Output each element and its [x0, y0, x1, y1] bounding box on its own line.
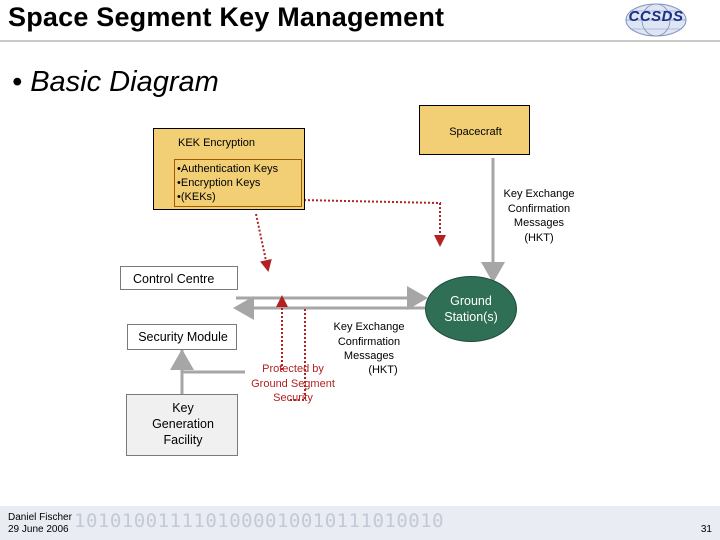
- protected-label: Protected by Ground Segment Security: [240, 362, 346, 406]
- kek-inner-box: •Authentication Keys •Encryption Keys •(…: [174, 159, 302, 207]
- hkt-middle-label: Key Exchange Confirmation Messages (HKT): [326, 320, 412, 377]
- hkt-line: (HKT): [368, 363, 398, 376]
- page-number: 31: [700, 524, 712, 535]
- protected-line: Ground Segment: [251, 377, 335, 390]
- bullet-basic-diagram: • Basic Diagram: [12, 66, 219, 98]
- security-module-box: Security Module: [127, 324, 237, 350]
- ccsds-logo: CCSDS: [624, 2, 688, 38]
- footer-band: 1010100111101000010010111010010: [0, 496, 720, 540]
- ground-station-node: Ground Station(s): [425, 276, 517, 342]
- key-generation-box: Key Generation Facility: [126, 394, 238, 456]
- page-title: Space Segment Key Management: [8, 2, 445, 32]
- title-divider: [0, 40, 720, 42]
- hkt-line: Key Exchange: [503, 188, 575, 200]
- hkt-line: Confirmation: [507, 202, 571, 215]
- footer-decoration: [0, 496, 720, 540]
- hkt-line: Key Exchange: [333, 321, 405, 333]
- footer-date: 29 June 2006: [8, 524, 69, 535]
- kek-to-control-path: [255, 213, 272, 272]
- kek-to-spacecraft-path: [299, 199, 446, 247]
- hkt-line: Confirmation: [337, 335, 401, 348]
- hkt-line: Messages: [513, 217, 565, 229]
- protected-line: Protected by: [262, 363, 324, 375]
- secmod-to-keygen-line: [180, 350, 245, 374]
- keygen-line: Key: [172, 401, 194, 415]
- keygen-line: Facility: [163, 433, 203, 447]
- keygen-line: Generation: [152, 417, 214, 431]
- ground-station-line: Station(s): [444, 310, 498, 324]
- logo-text: CCSDS: [628, 8, 684, 25]
- security-module-label: Security Module: [138, 330, 228, 344]
- footer-author: Daniel Fischer: [8, 512, 72, 523]
- protected-path: [290, 308, 306, 401]
- kek-item: •Authentication Keys: [177, 163, 279, 175]
- protected-line: Security: [273, 392, 313, 404]
- control-centre-box: Control Centre: [120, 266, 238, 290]
- control-centre-label: Control Centre: [133, 272, 215, 286]
- hkt-right-label: Key Exchange Confirmation Messages (HKT): [496, 187, 582, 245]
- kek-item: •(KEKs): [177, 191, 216, 203]
- spacecraft-box: Spacecraft: [419, 105, 530, 155]
- kek-item: •Encryption Keys: [177, 177, 261, 189]
- kek-title: KEK Encryption: [178, 137, 256, 149]
- hkt-line: Messages: [343, 350, 395, 362]
- hkt-line: (HKT): [524, 231, 554, 244]
- spacecraft-label: Spacecraft: [449, 126, 502, 138]
- kek-encryption-box: KEK Encryption •Authentication Keys •Enc…: [153, 128, 305, 210]
- globe-icon: [625, 3, 687, 37]
- footer-binary: 1010100111101000010010111010010: [74, 510, 445, 532]
- ground-station-line: Ground: [450, 294, 492, 308]
